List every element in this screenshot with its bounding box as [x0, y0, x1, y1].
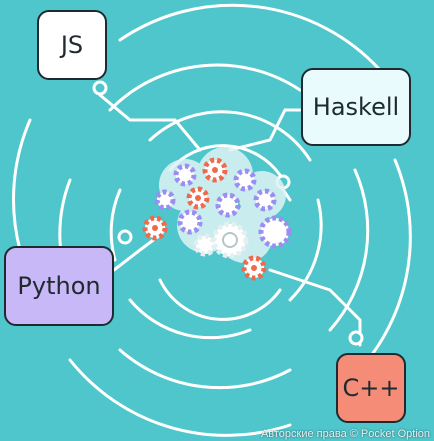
- brain-gears-icon: [142, 147, 292, 281]
- ring-outer-right: [348, 158, 412, 382]
- ring-core-top: [168, 144, 282, 177]
- node-python: [117, 229, 133, 245]
- ring-outer-top: [118, 3, 382, 72]
- ring-core-bottom: [158, 278, 282, 321]
- node-cpp: [348, 330, 364, 346]
- python-box: Python: [4, 246, 114, 326]
- ring-outer-left: [12, 118, 32, 252]
- ring-inner-bottom: [128, 298, 252, 340]
- trace-haskell: [228, 108, 302, 152]
- ring-inner-top: [148, 110, 312, 162]
- watermark: Авторские права © Pocket Option: [260, 428, 430, 440]
- ring-mid-top: [108, 63, 302, 112]
- node-js: [92, 80, 108, 96]
- ring-inner-left: [109, 188, 122, 262]
- ring-mid-right: [328, 168, 370, 332]
- ring-inner-right: [288, 198, 323, 302]
- cpp-label: C++: [342, 374, 400, 402]
- cpp-box: C++: [336, 353, 406, 423]
- js-label: JS: [60, 31, 84, 59]
- js-box: JS: [37, 10, 107, 80]
- python-label: Python: [17, 272, 101, 300]
- haskell-label: Haskell: [312, 93, 400, 121]
- haskell-box: Haskell: [301, 68, 411, 146]
- ring-outer-bottom: [68, 358, 292, 437]
- ring-mid-bottom: [118, 348, 292, 390]
- trace-cpp: [268, 268, 362, 347]
